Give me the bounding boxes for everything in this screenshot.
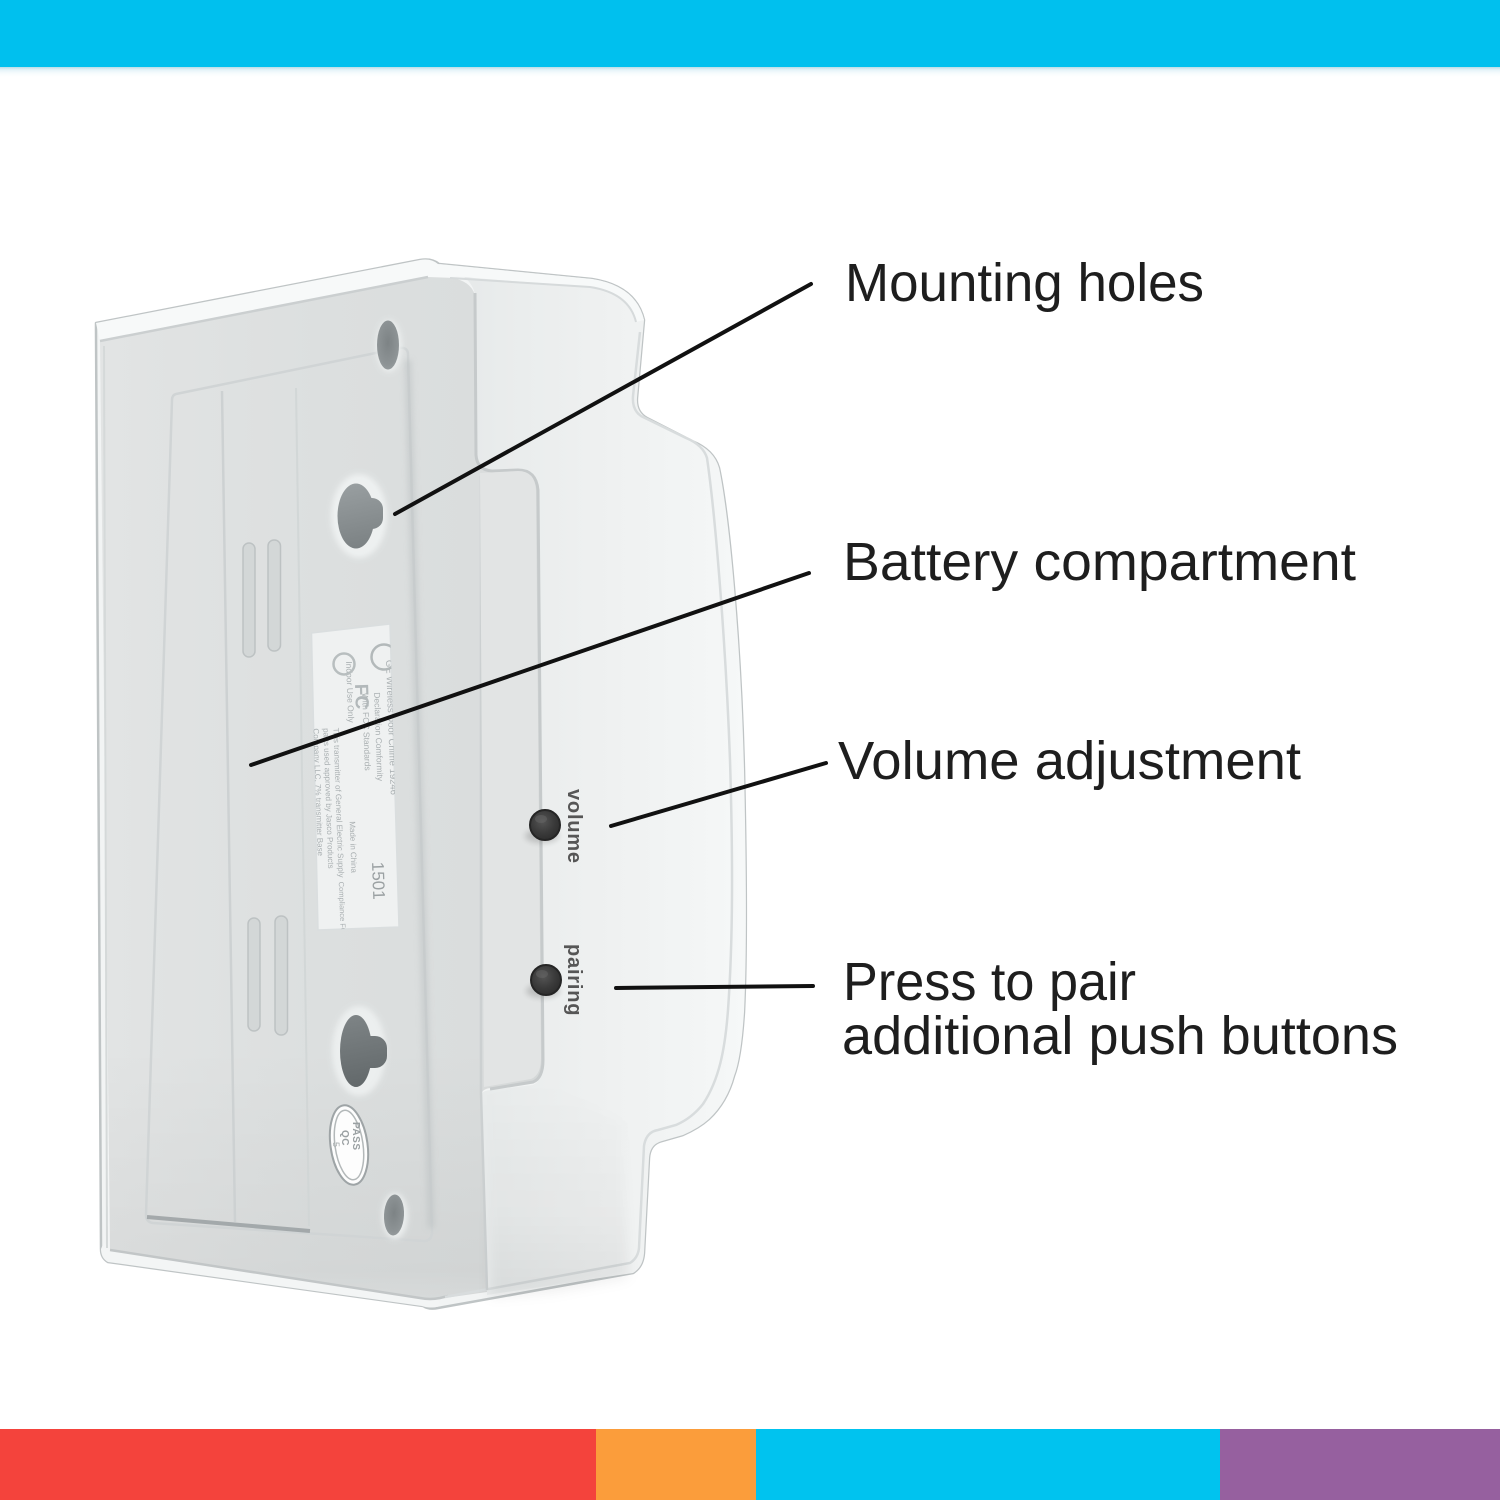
svg-text:5: 5 [331, 1142, 341, 1147]
svg-text:Volume adjustment: Volume adjustment [838, 731, 1301, 791]
svg-text:Compliance FCC Part 15 Rules: Compliance FCC Part 15 Rules [337, 882, 350, 987]
svg-text:FC: FC [350, 683, 372, 709]
svg-text:1501: 1501 [368, 861, 388, 899]
svg-text:Press to pair: Press to pair [843, 952, 1136, 1012]
svg-text:PASS: PASS [350, 1122, 361, 1151]
svg-text:QC: QC [339, 1130, 350, 1146]
svg-text:With FCC Standards: With FCC Standards [360, 693, 373, 771]
svg-text:additional push buttons: additional push buttons [842, 1006, 1398, 1066]
svg-text:Battery compartment: Battery compartment [843, 532, 1356, 592]
svg-text:Mounting holes: Mounting holes [845, 253, 1204, 313]
svg-text:Indoor Use Only: Indoor Use Only [344, 661, 356, 723]
svg-text:pairing: pairing [563, 944, 585, 1016]
svg-text:volume: volume [563, 789, 585, 864]
svg-text:Made in China: Made in China [348, 821, 359, 873]
svg-text:Declaration Comformity: Declaration Comformity [372, 692, 385, 782]
